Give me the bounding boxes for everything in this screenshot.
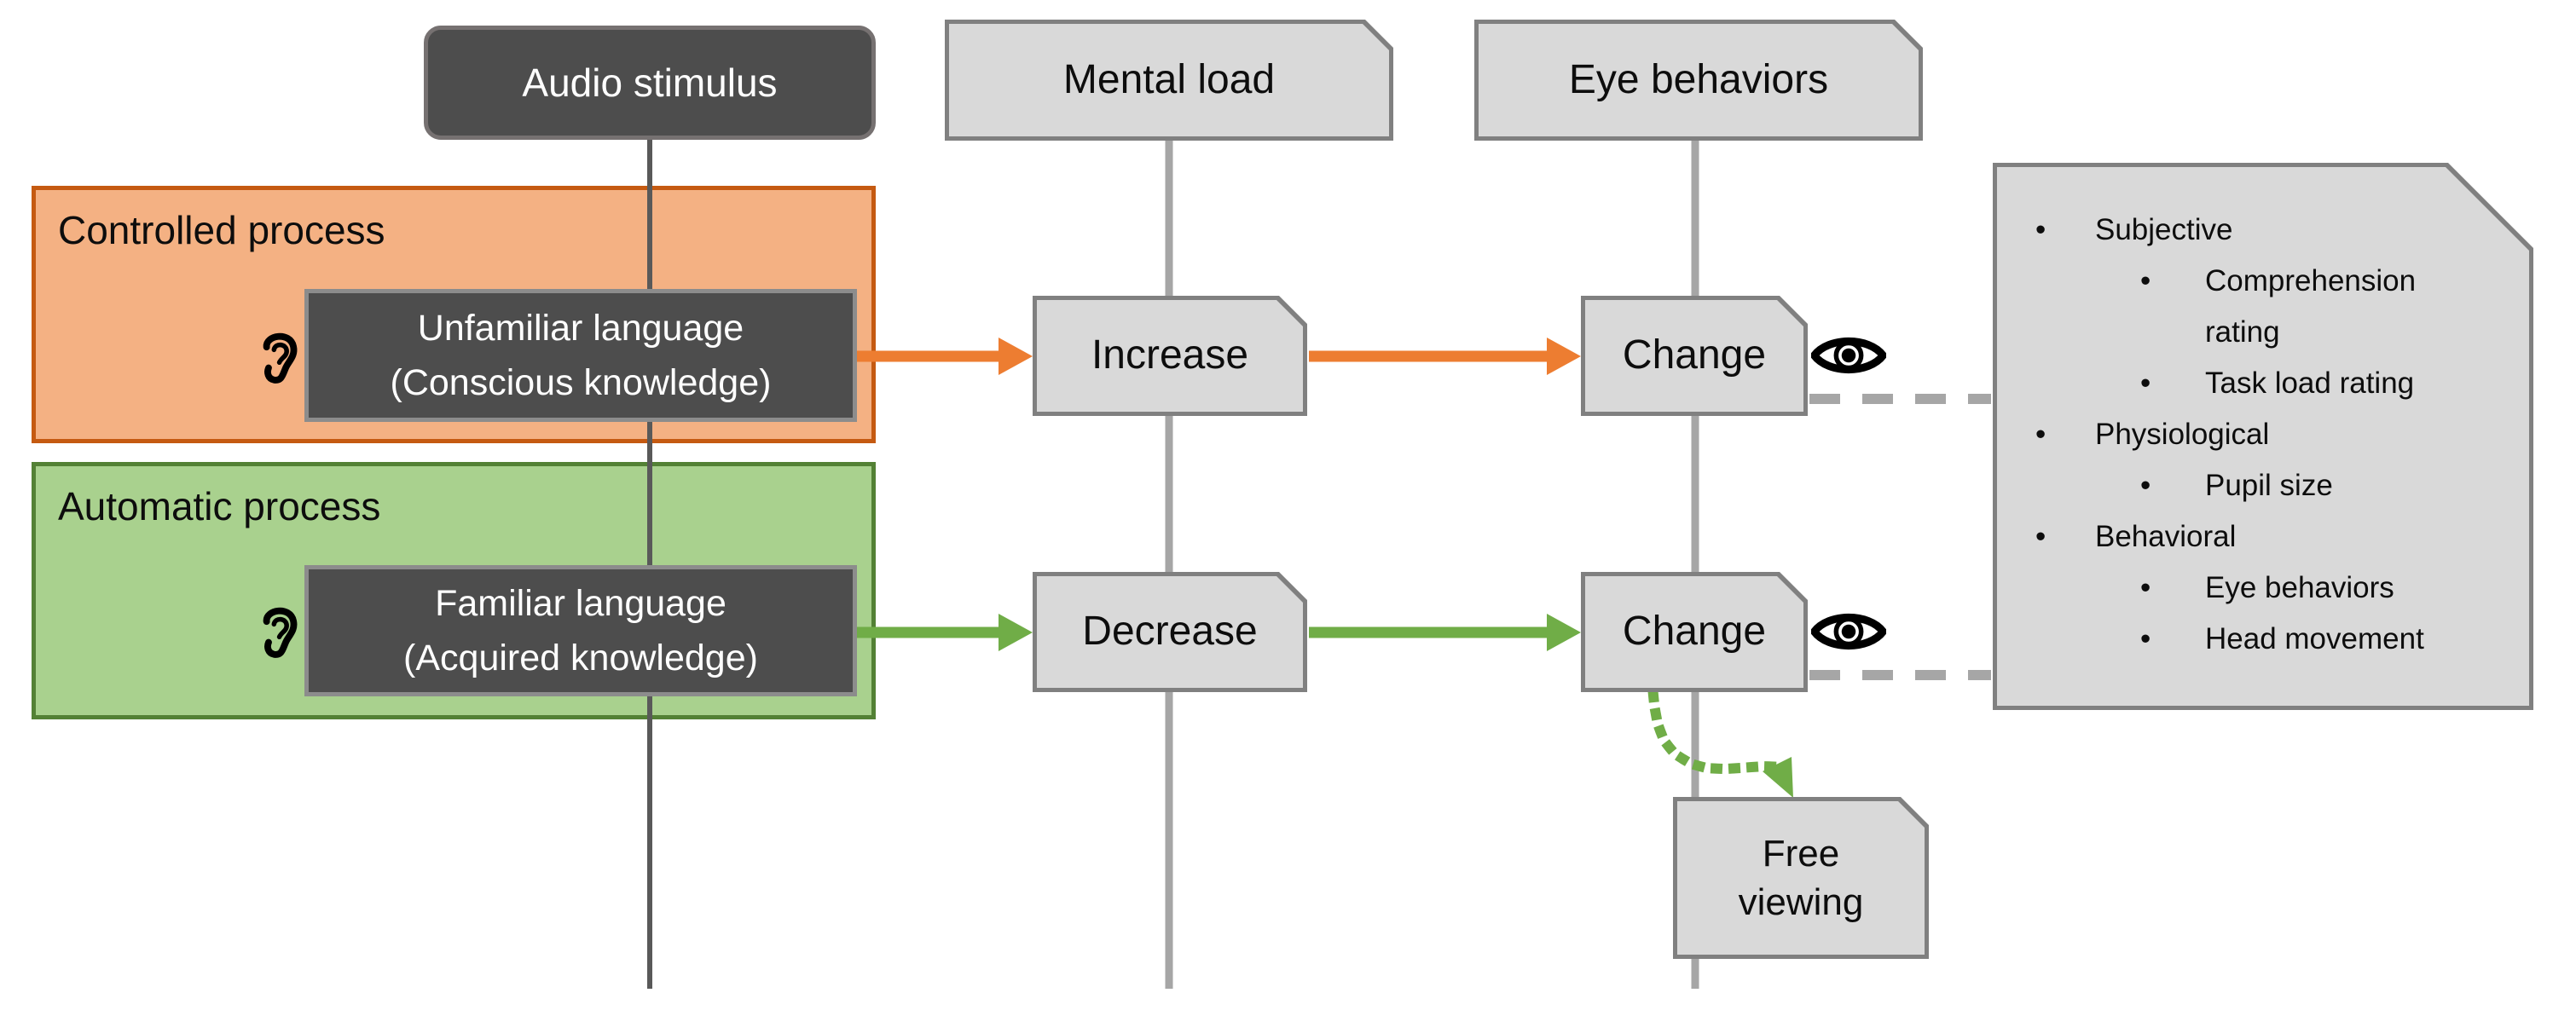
- audio-stimulus-node: Audio stimulus: [424, 26, 876, 140]
- eye-behaviors-fill: [1479, 24, 1919, 136]
- green-arrowhead-1: [999, 614, 1033, 651]
- controlled-process-label: Controlled process: [58, 208, 385, 252]
- list-item: • Eye behaviors: [1997, 563, 2505, 614]
- familiar-language-line2: (Acquired knowledge): [403, 638, 758, 678]
- change-node-bottom: Change: [1581, 572, 1808, 692]
- eye-icon: [1811, 614, 1886, 649]
- change-node-top: Change: [1581, 296, 1808, 416]
- dotted-arrowhead: [1763, 757, 1793, 798]
- increase-node: Increase: [1033, 296, 1307, 416]
- bullet-glyph: •: [2140, 264, 2151, 297]
- change-top-fill: [1585, 300, 1803, 412]
- unfamiliar-language-line1: Unfamiliar language: [417, 307, 744, 349]
- dotted-arrow-change-to-free-viewing: [1647, 690, 1783, 774]
- list-item: • Physiological: [1997, 409, 2505, 460]
- list-item: • Behavioral: [1997, 511, 2505, 563]
- list-item: • Head movement: [1997, 614, 2505, 665]
- mental-load-node: Mental load: [945, 20, 1393, 141]
- free-viewing-fill: [1677, 801, 1925, 955]
- unfamiliar-language-box: Unfamiliar language (Conscious knowledge…: [304, 289, 857, 422]
- familiar-language-line1: Familiar language: [435, 582, 726, 624]
- mental-load-fill: [949, 24, 1389, 136]
- automatic-process-label: Automatic process: [58, 484, 381, 528]
- bullet-glyph: •: [2035, 213, 2046, 246]
- bullet-glyph: •: [2140, 469, 2151, 502]
- unfamiliar-language-line2: (Conscious knowledge): [390, 362, 772, 403]
- orange-arrowhead-1: [999, 338, 1033, 375]
- audio-stimulus-text: Audio stimulus: [522, 61, 778, 105]
- decrease-text: Decrease: [1082, 609, 1258, 655]
- decrease-fill: [1037, 576, 1303, 688]
- free-viewing-text: Free viewing: [1738, 832, 1864, 923]
- eye-behaviors-text: Eye behaviors: [1568, 56, 1829, 102]
- bullet-glyph: •: [2140, 571, 2151, 604]
- list-item: • Subjective: [1997, 205, 2505, 256]
- measures-panel: • Subjective • Comprehension rating • Ta…: [1993, 163, 2533, 710]
- list-item: • Pupil size: [1997, 460, 2505, 511]
- bullet-glyph: •: [2035, 520, 2046, 553]
- bullet-glyph: •: [2140, 622, 2151, 655]
- eye-icon: [1811, 338, 1886, 373]
- bullet-glyph: •: [2140, 367, 2151, 400]
- green-arrowhead-2: [1547, 614, 1581, 651]
- ear-icon: [263, 332, 298, 384]
- change-bottom-text: Change: [1622, 609, 1767, 655]
- change-top-text: Change: [1622, 332, 1767, 378]
- eye-behaviors-node: Eye behaviors: [1474, 20, 1923, 141]
- list-item: • Task load rating: [1997, 358, 2505, 409]
- list-item: • Comprehension rating: [1997, 256, 2505, 358]
- decrease-node: Decrease: [1033, 572, 1307, 692]
- orange-arrowhead-2: [1547, 338, 1581, 375]
- measures-panel-fill: [1997, 167, 2529, 706]
- bullet-glyph: •: [2035, 418, 2046, 451]
- mental-load-text: Mental load: [1062, 56, 1276, 102]
- free-viewing-node: Free viewing: [1673, 797, 1929, 959]
- ear-icon: [263, 607, 298, 658]
- familiar-language-box: Familiar language (Acquired knowledge): [304, 565, 857, 696]
- increase-text: Increase: [1091, 332, 1249, 378]
- increase-fill: [1037, 300, 1303, 412]
- measures-list: • Subjective • Comprehension rating • Ta…: [1997, 167, 2529, 706]
- change-bottom-fill: [1585, 576, 1803, 688]
